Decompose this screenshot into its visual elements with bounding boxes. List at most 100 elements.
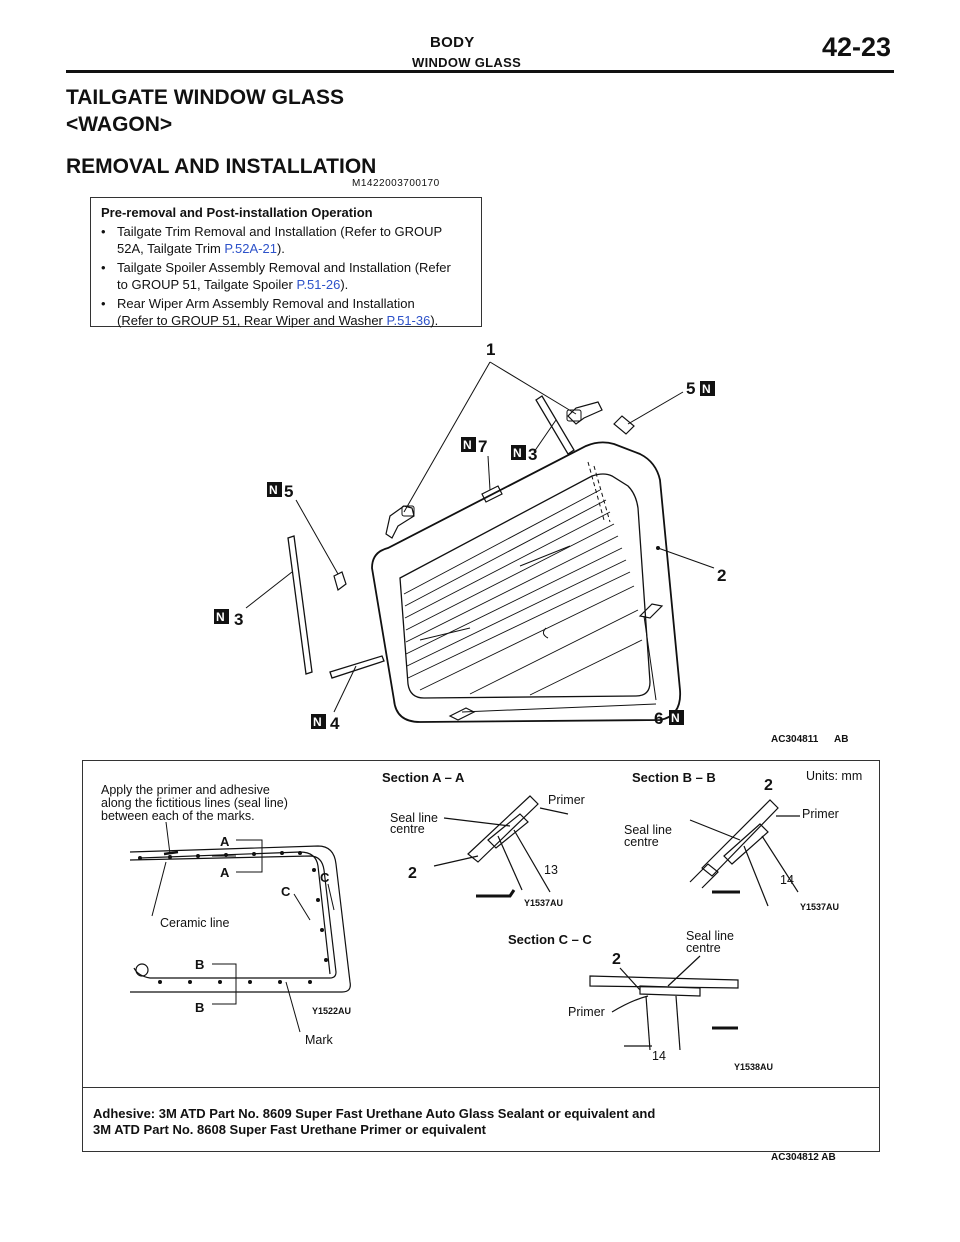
moulding-lower xyxy=(329,655,385,679)
page-title: TAILGATE WINDOW GLASS xyxy=(66,86,345,109)
pre-operation-list: •Tailgate Trim Removal and Installation … xyxy=(101,223,471,329)
clip-1-right xyxy=(567,401,603,425)
new-part-badge xyxy=(461,437,476,452)
adhesive-divider xyxy=(82,1087,880,1088)
letter-b-bottom: B xyxy=(195,1000,204,1015)
pre-operation-item: •Rear Wiper Arm Assembly Removal and Ins… xyxy=(101,296,439,328)
header-rule xyxy=(66,70,894,73)
clip-6-right xyxy=(638,603,664,619)
ceramic-line-label: Ceramic line xyxy=(160,916,230,930)
section-a-detail: Section A – A Primer Seal line centre 13… xyxy=(382,770,585,908)
variant-title: <WAGON> xyxy=(66,113,173,136)
figure2-code: AC304812 AB xyxy=(771,1152,836,1163)
section-b-part: 2 xyxy=(764,777,773,794)
section-c-seal-line: Seal line xyxy=(686,929,734,943)
section-a-code: Y1537AU xyxy=(524,898,563,908)
pre-operation-heading: Pre-removal and Post-installation Operat… xyxy=(101,205,373,220)
glass-ceramic-inner xyxy=(129,855,337,979)
seal-line-diagram: Units: mm Apply the primer and adhesive … xyxy=(101,769,862,1072)
section-a-primer: Primer xyxy=(548,793,585,807)
page-number: 42-23 xyxy=(822,32,892,62)
tailgate-glass-inner xyxy=(399,473,651,699)
mark-label: Mark xyxy=(305,1033,334,1047)
exploded-view-diagram: 1 5 7 3 5 2 3 4 6 N N N N N N N AC304811… xyxy=(214,340,848,745)
section-a-seal-line: Seal line xyxy=(390,811,438,825)
svg-text:N: N xyxy=(463,438,472,452)
svg-text:N: N xyxy=(702,382,711,396)
moulding-left xyxy=(287,535,313,675)
adhesive-line-1: Adhesive: 3M ATD Part No. 8609 Super Fas… xyxy=(93,1106,656,1121)
svg-text:N: N xyxy=(313,715,322,729)
section-b-detail: Section B – B 2 Primer Seal line centre … xyxy=(624,770,839,912)
svg-text:N: N xyxy=(216,610,225,624)
letter-c-left: C xyxy=(281,884,291,899)
new-part-badge xyxy=(267,482,282,497)
callout-2: 2 xyxy=(717,566,726,585)
bullet-icon: • xyxy=(101,224,106,239)
section-b-code: Y1537AU xyxy=(800,902,839,912)
adhesive-detail-box xyxy=(82,760,880,1152)
callout-6: 6 xyxy=(654,709,663,728)
section-c-seal-centre: centre xyxy=(686,941,721,955)
callout-3-left: 3 xyxy=(234,610,243,629)
new-part-badge xyxy=(669,710,684,725)
new-part-badges xyxy=(214,381,715,729)
document-id: M1422003700170 xyxy=(352,178,440,189)
units-label: Units: mm xyxy=(806,769,862,783)
callout-3-upper: 3 xyxy=(528,445,537,464)
apply-note-line: between each of the marks. xyxy=(101,809,255,823)
letter-a-top: A xyxy=(220,834,230,849)
subsection-title: WINDOW GLASS xyxy=(412,55,522,70)
section-a-seal-centre: centre xyxy=(390,822,425,836)
section-b-seal-centre: centre xyxy=(624,835,659,849)
apply-note-line: Apply the primer and adhesive xyxy=(101,783,270,797)
svg-text:N: N xyxy=(671,711,680,725)
clip-5-left xyxy=(333,571,347,592)
outline-code: Y1522AU xyxy=(312,1006,351,1016)
clip-5-right xyxy=(613,415,635,435)
section-b-dimension: 14 xyxy=(780,873,794,887)
section-b-primer: Primer xyxy=(802,807,839,821)
adhesive-spec: Adhesive: 3M ATD Part No. 8609 Super Fas… xyxy=(93,1106,655,1138)
ref-link-52a-21[interactable]: P.52A-21 xyxy=(224,241,277,256)
ref-link-51-26[interactable]: P.51-26 xyxy=(296,277,341,292)
clip-1-left xyxy=(385,505,415,539)
ref-link-51-36[interactable]: P.51-36 xyxy=(386,313,431,328)
moulding-upper xyxy=(535,395,575,455)
pre-operation-box: Pre-removal and Post-installation Operat… xyxy=(90,197,482,329)
seal-line xyxy=(139,851,331,975)
glass-edge-outer xyxy=(129,845,351,993)
pre-operation-item: •Tailgate Spoiler Assembly Removal and I… xyxy=(101,260,451,292)
section-a-part: 2 xyxy=(408,865,417,882)
svg-text:N: N xyxy=(513,446,522,460)
section-c-part: 2 xyxy=(612,951,621,968)
section-a-dimension: 13 xyxy=(544,863,558,877)
new-part-badge xyxy=(214,609,229,624)
tailgate-glass-outline xyxy=(371,441,682,723)
section-c-dimension: 14 xyxy=(652,1049,666,1063)
section-title: BODY xyxy=(430,34,475,51)
clip-6-bottom xyxy=(448,707,476,721)
section-c-primer: Primer xyxy=(568,1005,605,1019)
callout-5-left: 5 xyxy=(284,482,293,501)
new-part-badge xyxy=(511,445,526,460)
new-part-badge xyxy=(700,381,715,396)
section-b-title: Section B – B xyxy=(632,770,716,785)
adhesive-line-2: 3M ATD Part No. 8608 Super Fast Urethane… xyxy=(93,1122,487,1137)
letter-a-bottom: A xyxy=(220,865,230,880)
letter-b-top: B xyxy=(195,957,204,972)
callout-4: 4 xyxy=(330,714,340,733)
pre-operation-item: •Tailgate Trim Removal and Installation … xyxy=(101,224,443,256)
clip-7 xyxy=(481,485,503,503)
section-b-seal-line: Seal line xyxy=(624,823,672,837)
procedure-title: REMOVAL AND INSTALLATION xyxy=(66,155,377,178)
section-a-title: Section A – A xyxy=(382,770,465,785)
svg-text:N: N xyxy=(269,483,278,497)
callout-1: 1 xyxy=(486,340,495,359)
apply-note-line: along the fictitious lines (seal line) xyxy=(101,796,288,810)
letter-c-right: C xyxy=(320,870,330,885)
bullet-icon: • xyxy=(101,260,106,275)
figure1-code: AC304811 xyxy=(771,734,819,745)
callout-5-right: 5 xyxy=(686,379,695,398)
bullet-icon: • xyxy=(101,296,106,311)
